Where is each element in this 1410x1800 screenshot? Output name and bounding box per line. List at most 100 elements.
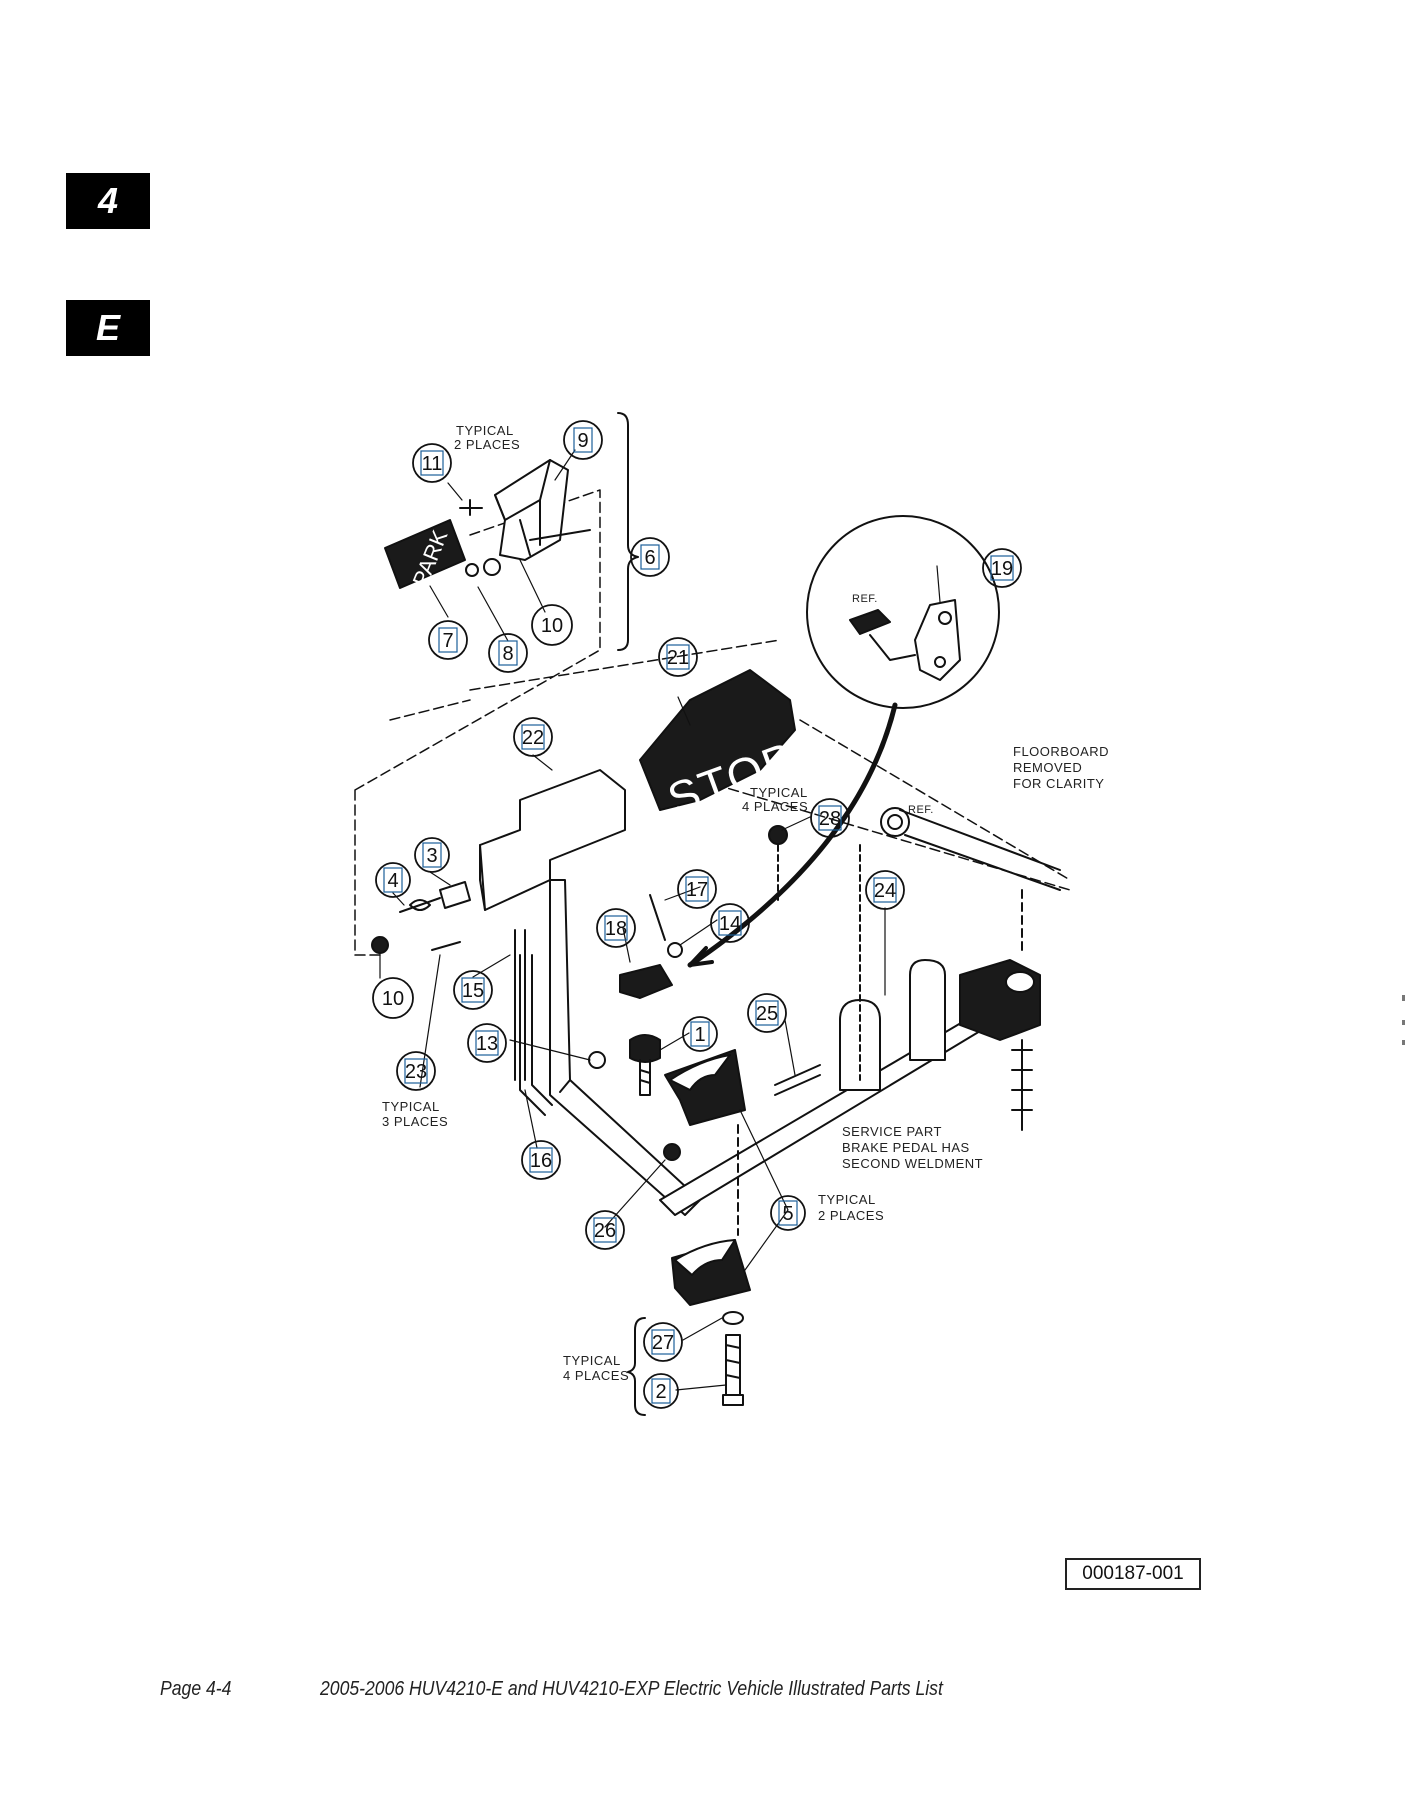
note-typical-3-l2: 3 PLACES [382,1114,448,1129]
svg-text:24: 24 [874,880,896,902]
callout-6: 6 [630,537,670,577]
brake-rod-16 [519,954,553,1116]
callout-16: 16 [521,1140,561,1180]
callout-26: 26 [585,1210,625,1250]
pedal-knob-1 [629,1034,661,1063]
note-ref-shaft: REF. [908,804,934,816]
floorboard-shaft [899,809,1061,891]
washer-27 [722,1311,744,1325]
note-floorboard-l1: FLOORBOARD [1013,744,1109,759]
svg-text:21: 21 [667,647,689,669]
rod-15 [514,929,526,1081]
callout-18: 18 [596,908,636,948]
note-typical-4-nut-l1: TYPICAL [750,785,808,800]
svg-text:3: 3 [426,845,437,867]
note-typical-3-l1: TYPICAL [382,1099,440,1114]
footer-document-title: 2005-2006 HUV4210-E and HUV4210-EXP Elec… [320,1678,943,1700]
callout-10-upper: 10 [531,604,573,646]
svg-text:10: 10 [541,615,563,637]
svg-text:13: 13 [476,1033,498,1055]
callout-15: 15 [453,970,493,1010]
callout-21: 21 [658,637,698,677]
nut-10-lower [371,936,389,954]
svg-text:28: 28 [819,808,841,830]
svg-text:27: 27 [652,1332,674,1354]
item6-bracket [617,412,639,651]
svg-text:15: 15 [462,980,484,1002]
note-floorboard-l3: FOR CLARITY [1013,776,1104,791]
stop-pedal-pad [639,669,796,811]
ratchet-18 [619,964,673,999]
note-typical-2-top-l1: TYPICAL [456,423,514,438]
edge-mark [1402,1040,1405,1045]
nut-26 [663,1143,681,1161]
callout-14: 14 [710,903,750,943]
svg-text:14: 14 [719,913,741,935]
edge-mark [1402,995,1405,1001]
svg-text:1: 1 [694,1024,705,1046]
screw-23 [431,941,461,951]
svg-text:8: 8 [502,643,513,665]
svg-text:17: 17 [686,879,708,901]
footer-page-number: Page 4-4 [160,1678,232,1700]
subsection-tab: E [66,300,150,356]
note-service-l2: BRAKE PEDAL HAS [842,1140,970,1155]
park-bracket [494,459,569,561]
pawl-19 [914,599,961,681]
svg-text:23: 23 [405,1061,427,1083]
callout-7: 7 [428,620,468,660]
brake-pedal-plate [479,769,626,911]
washer-14 [667,942,683,958]
assembly-dashed-lines [354,489,1071,956]
detail-circle-19 [806,515,1000,709]
callout-10-lower: 10 [372,977,414,1019]
callout-11: 11 [412,443,452,483]
spring-4 [399,897,441,913]
note-typical-2-clamp-l2: 2 PLACES [818,1208,884,1223]
note-floorboard-l2: REMOVED [1013,760,1082,775]
callout-9: 9 [563,420,603,460]
svg-text:16: 16 [530,1150,552,1172]
svg-text:19: 19 [991,558,1013,580]
note-typical-4-bolt-l2: 4 PLACES [563,1368,629,1383]
pivot-clamp-upper [664,1049,746,1126]
spacer-3 [439,881,471,909]
callout-25: 25 [747,993,787,1033]
callout-19: 19 [982,548,1022,588]
note-typical-4-nut-l2: 4 PLACES [742,799,808,814]
svg-text:7: 7 [442,630,453,652]
callout-1: 1 [682,1016,718,1052]
note-typical-2-clamp-l1: TYPICAL [818,1192,876,1207]
callout-28: 28 [810,798,850,838]
svg-text:22: 22 [522,727,544,749]
note-typical-4-bolt-l1: TYPICAL [563,1353,621,1368]
callout-13: 13 [467,1023,507,1063]
callout-8: 8 [488,633,528,673]
clevis-pin-25 [774,1064,821,1096]
svg-text:2: 2 [655,1381,666,1403]
svg-text:25: 25 [756,1003,778,1025]
note-service-l3: SECOND WELDMENT [842,1156,983,1171]
section-tab: 4 [66,173,150,229]
edge-mark [1402,1020,1405,1025]
svg-text:4: 4 [387,870,398,892]
svg-text:11: 11 [422,453,443,475]
rear-pivot-block [959,959,1041,1041]
detail-pointer [687,702,898,968]
svg-text:9: 9 [577,430,588,452]
callouts: 1 2 3 4 5 6 7 8 9 10 10 11 13 14 15 16 1… [372,420,1022,1409]
svg-text:10: 10 [382,988,404,1010]
leader-lines [379,449,941,1391]
park-pedal-pad [384,519,466,589]
callout-22: 22 [513,717,553,757]
diagram-notes: TYPICAL 2 PLACES TYPICAL 4 PLACES TYPICA… [382,423,1109,1383]
callout-23: 23 [396,1051,436,1091]
note-service-l1: SERVICE PART [842,1124,942,1139]
spacer-13 [588,1051,606,1069]
bolt-2 [722,1334,744,1406]
callout-2: 2 [643,1373,679,1409]
svg-text:26: 26 [594,1220,616,1242]
svg-text:18: 18 [605,918,627,940]
svg-text:6: 6 [644,547,655,569]
